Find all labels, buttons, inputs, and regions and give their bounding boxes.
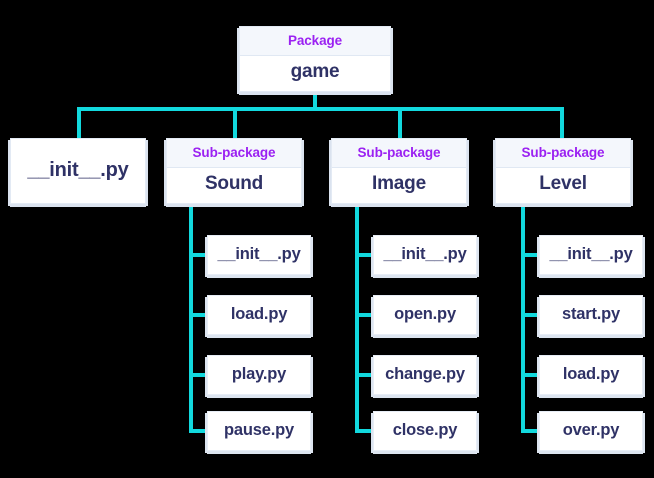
connector-branch-level-1 (521, 253, 539, 257)
node-level-init-py[interactable]: __init__.py (539, 235, 643, 275)
node-level-start-py[interactable]: start.py (539, 295, 643, 335)
connector-spine-image (355, 203, 359, 433)
node-label-sound-load-py: load.py (208, 296, 310, 334)
node-subpackage-sound[interactable]: Sub-package Sound (166, 138, 302, 204)
node-header-sound: Sub-package (167, 139, 301, 168)
node-header-level: Sub-package (496, 139, 630, 168)
node-label-level-load-py: load.py (540, 356, 642, 394)
node-label-sound: Sound (167, 167, 301, 203)
connector-branch-level-4 (521, 429, 539, 433)
connector-drop-sound (233, 107, 237, 138)
node-label-image-change-py: change.py (374, 356, 476, 394)
connector-drop-level (560, 107, 564, 138)
node-image-init-py[interactable]: __init__.py (373, 235, 477, 275)
node-label-image-init-py: __init__.py (374, 236, 476, 274)
node-init-py-root[interactable]: __init__.py (10, 138, 146, 204)
connector-spine-sound (189, 203, 193, 433)
node-sound-load-py[interactable]: load.py (207, 295, 311, 335)
node-sound-play-py[interactable]: play.py (207, 355, 311, 395)
node-subpackage-level[interactable]: Sub-package Level (495, 138, 631, 204)
node-label-init-py-root: __init__.py (11, 139, 145, 203)
node-sound-init-py[interactable]: __init__.py (207, 235, 311, 275)
node-level-load-py[interactable]: load.py (539, 355, 643, 395)
node-image-change-py[interactable]: change.py (373, 355, 477, 395)
node-label-game: game (240, 55, 390, 91)
node-label-sound-pause-py: pause.py (208, 412, 310, 450)
node-package-game[interactable]: Package game (239, 26, 391, 92)
connector-branch-sound-1 (189, 253, 207, 257)
connector-branch-level-2 (521, 313, 539, 317)
node-level-over-py[interactable]: over.py (539, 411, 643, 451)
connector-drop-init (77, 107, 81, 138)
node-label-sound-play-py: play.py (208, 356, 310, 394)
connector-drop-image (398, 107, 402, 138)
node-header-image: Sub-package (332, 139, 466, 168)
node-label-sound-init-py: __init__.py (208, 236, 310, 274)
connector-branch-level-3 (521, 373, 539, 377)
connector-branch-image-2 (355, 313, 373, 317)
node-label-image: Image (332, 167, 466, 203)
node-label-level-init-py: __init__.py (540, 236, 642, 274)
node-label-level-over-py: over.py (540, 412, 642, 450)
connector-branch-image-3 (355, 373, 373, 377)
connector-root-drop (313, 92, 317, 111)
node-label-image-open-py: open.py (374, 296, 476, 334)
connector-horizontal-bus (77, 107, 564, 111)
node-image-close-py[interactable]: close.py (373, 411, 477, 451)
node-sound-pause-py[interactable]: pause.py (207, 411, 311, 451)
connector-spine-level (521, 203, 525, 433)
node-subpackage-image[interactable]: Sub-package Image (331, 138, 467, 204)
node-image-open-py[interactable]: open.py (373, 295, 477, 335)
connector-branch-image-4 (355, 429, 373, 433)
node-header-package: Package (240, 27, 390, 56)
connector-branch-image-1 (355, 253, 373, 257)
node-label-level: Level (496, 167, 630, 203)
connector-branch-sound-4 (189, 429, 207, 433)
node-label-level-start-py: start.py (540, 296, 642, 334)
connector-branch-sound-3 (189, 373, 207, 377)
connector-branch-sound-2 (189, 313, 207, 317)
node-label-image-close-py: close.py (374, 412, 476, 450)
